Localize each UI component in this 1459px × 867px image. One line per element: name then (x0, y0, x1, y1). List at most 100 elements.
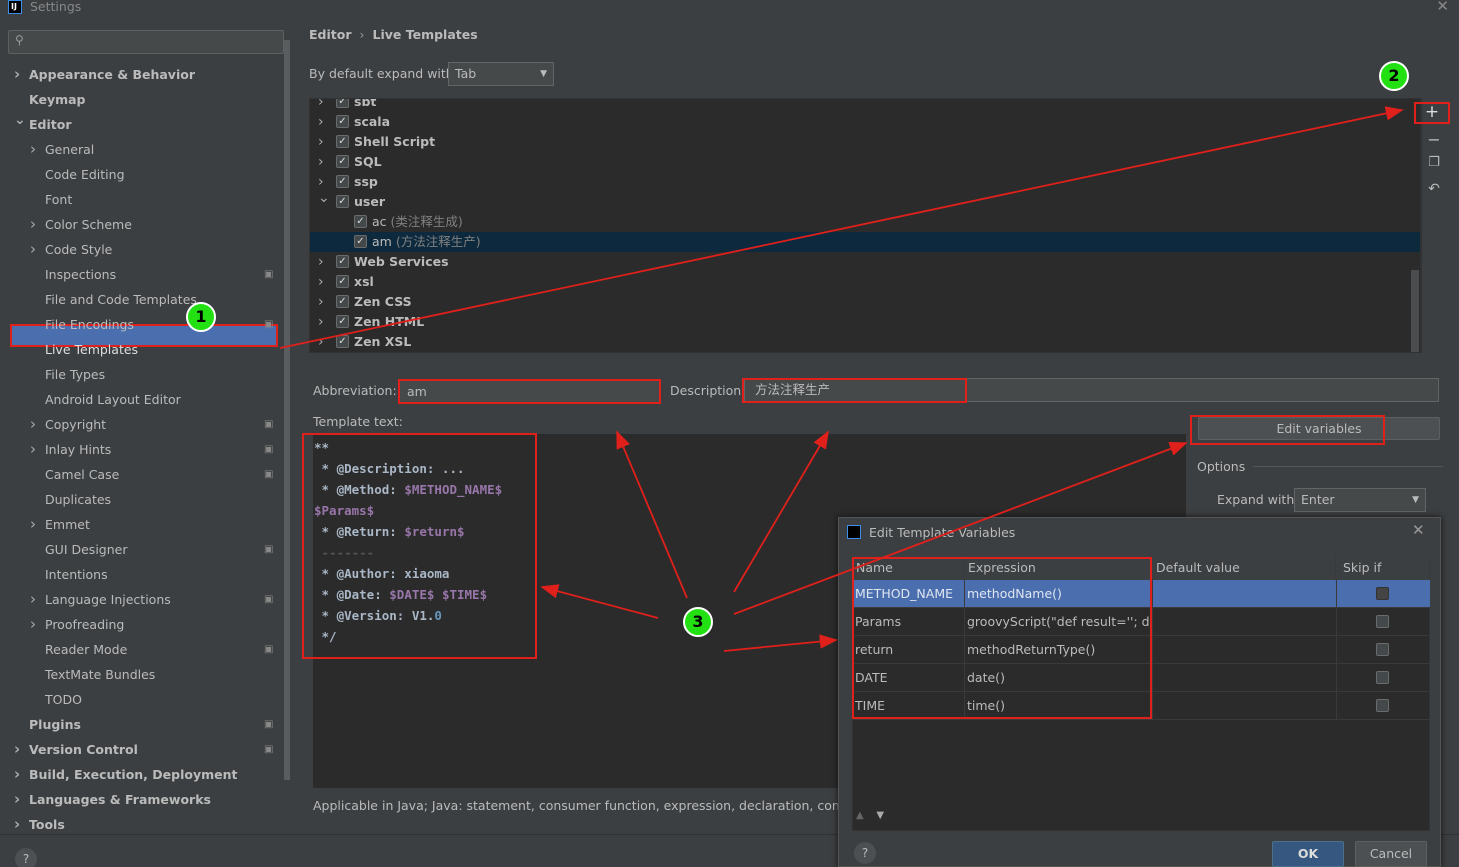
chevron-down-icon[interactable]: ⌄ (318, 190, 330, 206)
chevron-right-icon[interactable]: › (318, 314, 324, 330)
table-cell-name[interactable]: TIME (855, 698, 886, 713)
abbreviation-input[interactable]: am (398, 379, 661, 404)
sidebar-item[interactable]: Camel Case▣ (0, 462, 292, 487)
table-cell-expression[interactable]: groovyScript("def result=''; d... (967, 614, 1149, 629)
sidebar-item[interactable]: ›Tools (0, 812, 292, 837)
sidebar-item[interactable]: Inspections▣ (0, 262, 292, 287)
table-cell-name[interactable]: DATE (855, 670, 888, 685)
chevron-right-icon[interactable]: › (14, 790, 21, 808)
sidebar-item[interactable]: TODO (0, 687, 292, 712)
chevron-right-icon[interactable]: › (30, 140, 36, 158)
undo-icon[interactable]: ↶ (1428, 181, 1440, 197)
breadcrumb-parent[interactable]: Editor (309, 27, 352, 42)
sidebar-item[interactable]: GUI Designer▣ (0, 537, 292, 562)
chevron-right-icon[interactable]: › (318, 134, 324, 150)
skip-if-defined-checkbox[interactable] (1376, 643, 1389, 656)
sidebar-item[interactable]: File Encodings▣ (0, 312, 292, 337)
sidebar-item[interactable]: ›Inlay Hints▣ (0, 437, 292, 462)
checkbox[interactable]: ✓ (336, 115, 349, 128)
table-cell-expression[interactable]: time() (967, 698, 1005, 713)
chevron-right-icon[interactable]: › (30, 415, 36, 433)
checkbox[interactable]: ✓ (336, 295, 349, 308)
checkbox[interactable]: ✓ (354, 215, 367, 228)
remove-icon[interactable]: − (1427, 130, 1441, 149)
sidebar-item[interactable]: File and Code Templates (0, 287, 292, 312)
skip-if-defined-checkbox[interactable] (1376, 615, 1389, 628)
edit-variables-button[interactable]: Edit variables (1198, 417, 1440, 440)
template-group[interactable]: ›✓Web Services (310, 252, 1420, 272)
chevron-right-icon[interactable]: › (14, 740, 21, 758)
sidebar-item[interactable]: Intentions (0, 562, 292, 587)
sidebar-item[interactable]: Live Templates (0, 337, 292, 362)
template-group[interactable]: ›✓Shell Script (310, 132, 1420, 152)
close-icon[interactable]: ✕ (1436, 0, 1449, 15)
expand-select[interactable]: Tab ▼ (448, 62, 554, 86)
checkbox[interactable]: ✓ (336, 99, 349, 108)
sidebar-item[interactable]: ›Proofreading (0, 612, 292, 637)
sidebar-item[interactable]: Plugins▣ (0, 712, 292, 737)
chevron-right-icon[interactable]: › (30, 240, 36, 258)
sidebar-item[interactable]: ›Copyright▣ (0, 412, 292, 437)
help-icon[interactable]: ? (15, 848, 37, 867)
template-group[interactable]: ›✓Zen CSS (310, 292, 1420, 312)
description-input[interactable]: 方法注释生产 (744, 378, 1439, 402)
checkbox[interactable]: ✓ (336, 175, 349, 188)
tree-scrollbar[interactable] (1411, 270, 1419, 352)
sidebar-item[interactable]: TextMate Bundles (0, 662, 292, 687)
checkbox[interactable]: ✓ (336, 275, 349, 288)
sidebar-item[interactable]: Keymap (0, 87, 292, 112)
chevron-right-icon[interactable]: › (318, 154, 324, 170)
template-item[interactable]: ✓am (方法注释生产) (310, 232, 1420, 252)
table-cell-name[interactable]: Params (855, 614, 902, 629)
table-row[interactable]: Params groovyScript("def result=''; d... (853, 608, 1430, 636)
checkbox[interactable]: ✓ (354, 235, 367, 248)
applicable-contexts[interactable]: Applicable in Java; Java: statement, con… (313, 798, 881, 813)
table-cell-name[interactable]: return (855, 642, 894, 657)
sidebar-item[interactable]: Reader Mode▣ (0, 637, 292, 662)
chevron-right-icon[interactable]: › (318, 294, 324, 310)
sidebar-item[interactable]: ›Version Control▣ (0, 737, 292, 762)
chevron-right-icon[interactable]: › (30, 215, 36, 233)
chevron-right-icon[interactable]: › (30, 515, 36, 533)
sidebar-item[interactable]: ⌄Editor (0, 112, 292, 137)
add-icon[interactable]: + (1414, 102, 1450, 124)
chevron-right-icon[interactable]: › (318, 114, 324, 130)
sidebar-item[interactable]: ›Appearance & Behavior (0, 62, 292, 87)
sidebar-scrollbar[interactable] (284, 40, 290, 780)
chevron-right-icon[interactable]: › (318, 274, 324, 290)
chevron-right-icon[interactable]: › (14, 815, 21, 833)
sidebar-item[interactable]: Code Editing (0, 162, 292, 187)
checkbox[interactable]: ✓ (336, 255, 349, 268)
chevron-right-icon[interactable]: › (318, 254, 324, 270)
close-icon[interactable]: ✕ (1412, 521, 1425, 539)
sidebar-item[interactable]: Duplicates (0, 487, 292, 512)
skip-if-defined-checkbox[interactable] (1376, 587, 1389, 600)
sidebar-item[interactable]: ›Emmet (0, 512, 292, 537)
template-group[interactable]: ›✓ssp (310, 172, 1420, 192)
chevron-right-icon[interactable]: › (14, 65, 21, 83)
sidebar-item[interactable]: ›General (0, 137, 292, 162)
sidebar-item[interactable]: ›Languages & Frameworks (0, 787, 292, 812)
template-group[interactable]: ›✓scala (310, 112, 1420, 132)
checkbox[interactable]: ✓ (336, 135, 349, 148)
search-input[interactable]: ⚲ (8, 30, 284, 54)
chevron-right-icon[interactable]: › (30, 590, 36, 608)
chevron-right-icon[interactable]: › (30, 615, 36, 633)
ok-button[interactable]: OK (1272, 841, 1344, 867)
column-header[interactable]: Default value (1152, 555, 1336, 580)
template-group[interactable]: ›✓Zen XSL (310, 332, 1420, 352)
cancel-button[interactable]: Cancel (1355, 841, 1427, 867)
chevron-right-icon[interactable]: › (30, 440, 36, 458)
template-group[interactable]: ⌄✓user (310, 190, 1420, 212)
template-group[interactable]: ›✓SQL (310, 152, 1420, 172)
skip-if-defined-checkbox[interactable] (1376, 671, 1389, 684)
template-group[interactable]: ›✓Zen HTML (310, 312, 1420, 332)
expand-with-select[interactable]: Enter ▼ (1294, 488, 1426, 512)
template-group[interactable]: ›✓sbt (310, 99, 1420, 112)
table-row[interactable]: TIME time() (853, 692, 1430, 720)
column-header[interactable]: Skip if defined (1336, 555, 1430, 600)
checkbox[interactable]: ✓ (336, 155, 349, 168)
sidebar-item[interactable]: Font (0, 187, 292, 212)
